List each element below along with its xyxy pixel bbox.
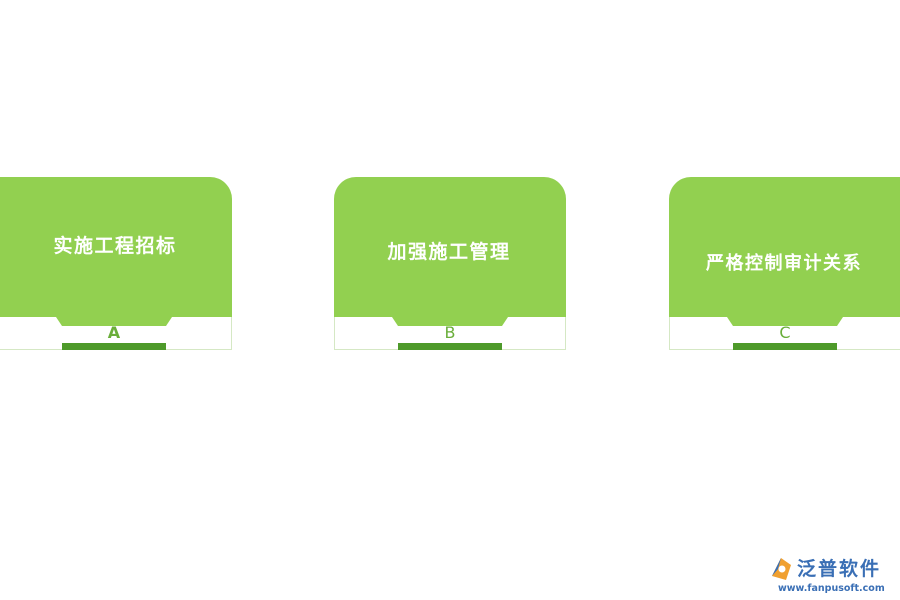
card-letter: C [779, 323, 791, 342]
card-c: 严格控制审计关系 C [669, 177, 900, 350]
card-accent-bar [398, 343, 502, 350]
card-title: 实施工程招标 [53, 235, 177, 257]
logo-url: www.fanpusoft.com [778, 583, 885, 594]
card-tab [727, 317, 843, 326]
card-accent-bar [733, 343, 837, 350]
logo-name: 泛普软件 [797, 558, 882, 580]
card-title: 严格控制审计关系 [706, 253, 862, 274]
card-b: 加强施工管理 B [334, 177, 566, 350]
logo-mark-icon [772, 558, 791, 580]
brand-logo: 泛普软件 www.fanpusoft.com [768, 552, 896, 598]
card-tab [392, 317, 508, 326]
card-letter: B [444, 323, 456, 342]
card-header: 实施工程招标 [0, 177, 232, 317]
card-header: 加强施工管理 [334, 177, 566, 317]
card-a: 实施工程招标 A [0, 177, 232, 350]
card-accent-bar [62, 343, 166, 350]
card-title: 加强施工管理 [387, 241, 511, 263]
card-letter: A [107, 323, 121, 342]
card-tab [56, 317, 172, 326]
card-header: 严格控制审计关系 [669, 177, 900, 317]
